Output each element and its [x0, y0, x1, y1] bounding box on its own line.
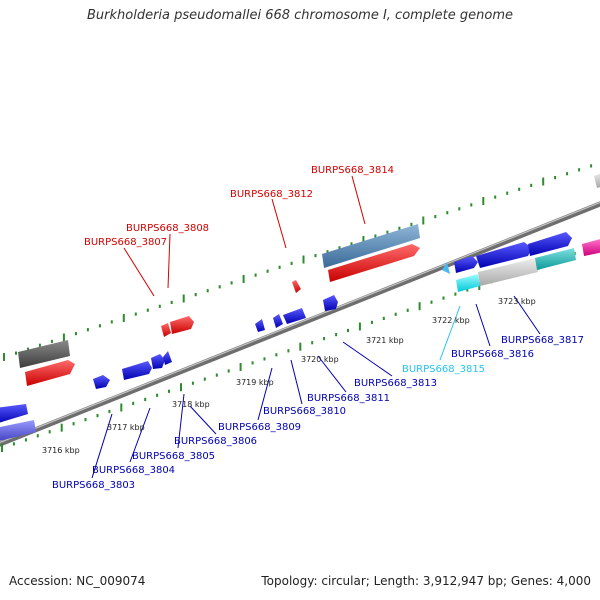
gene-arrow [93, 375, 110, 389]
gene-label: BURPS668_3810 [263, 406, 346, 417]
gene-arrow [163, 351, 172, 365]
gene-label: BURPS668_3808 [126, 223, 209, 234]
gene-arrow [0, 420, 36, 441]
accession-text: Accession: NC_009074 [9, 574, 146, 588]
gene-arrow [0, 404, 28, 423]
gene-arrow [582, 239, 600, 256]
gene-label: BURPS668_3807 [84, 237, 167, 248]
gene-label-highlighted: BURPS668_3815 [402, 364, 485, 375]
gene-arrow [255, 319, 265, 332]
gene-arrow [442, 262, 450, 274]
label-leaders [91, 175, 541, 479]
gene-arrow [170, 316, 194, 334]
kbp-label: 3722 kbp [432, 316, 470, 325]
gene-arrow [161, 323, 171, 337]
kbp-label: 3721 kbp [366, 336, 404, 345]
gene-label: BURPS668_3814 [311, 165, 394, 176]
gene-arrow [122, 361, 152, 380]
reverse-gene-labels: BURPS668_3803 BURPS668_3804 BURPS668_380… [52, 335, 584, 491]
gene-label: BURPS668_3803 [52, 480, 135, 491]
gene-arrow [273, 314, 283, 328]
gene-arrow [292, 280, 301, 293]
gene-label: BURPS668_3804 [92, 465, 175, 476]
gene-arrow [454, 256, 478, 273]
map-title: Burkholderia pseudomallei 668 chromosome… [86, 8, 514, 23]
gene-arrow [476, 242, 532, 268]
kbp-label: 3720 kbp [301, 355, 339, 364]
gene-label: BURPS668_3805 [132, 451, 215, 462]
gene-arrow [478, 258, 538, 286]
gene-arrow [528, 232, 572, 256]
kbp-label: 3719 kbp [236, 378, 274, 387]
kbp-label: 3716 kbp [42, 446, 80, 455]
kbp-label: 3717 kbp [107, 423, 145, 432]
kbp-label: 3723 kbp [498, 297, 536, 306]
chromosome-backbone [0, 201, 600, 447]
topology-text: Topology: circular; Length: 3,912,947 bp… [261, 574, 591, 588]
gene-arrow [283, 308, 306, 324]
gene-label: BURPS668_3811 [307, 393, 390, 404]
gene-label: BURPS668_3812 [230, 189, 313, 200]
gene-label: BURPS668_3806 [174, 436, 257, 447]
gene-arrow [322, 224, 420, 268]
gene-arrow [456, 274, 480, 292]
kbp-labels: 3716 kbp 3717 kbp 3718 kbp 3719 kbp 3720… [42, 297, 536, 455]
kbp-label: 3718 kbp [172, 400, 210, 409]
gene-label: BURPS668_3809 [218, 422, 301, 433]
gene-arrow [323, 295, 338, 311]
upper-tick-track [3, 164, 593, 361]
gene-arrow [594, 173, 600, 188]
gene-arrow [151, 354, 165, 369]
gene-arrow [535, 248, 576, 270]
gene-features [0, 173, 600, 441]
gene-label: BURPS668_3816 [451, 349, 534, 360]
gene-label: BURPS668_3813 [354, 378, 437, 389]
gene-arrow [328, 244, 420, 282]
gene-label: BURPS668_3817 [501, 335, 584, 346]
forward-gene-labels: BURPS668_3807 BURPS668_3808 BURPS668_381… [84, 165, 394, 248]
gene-arrow [18, 340, 70, 368]
gene-arrow [25, 360, 75, 386]
